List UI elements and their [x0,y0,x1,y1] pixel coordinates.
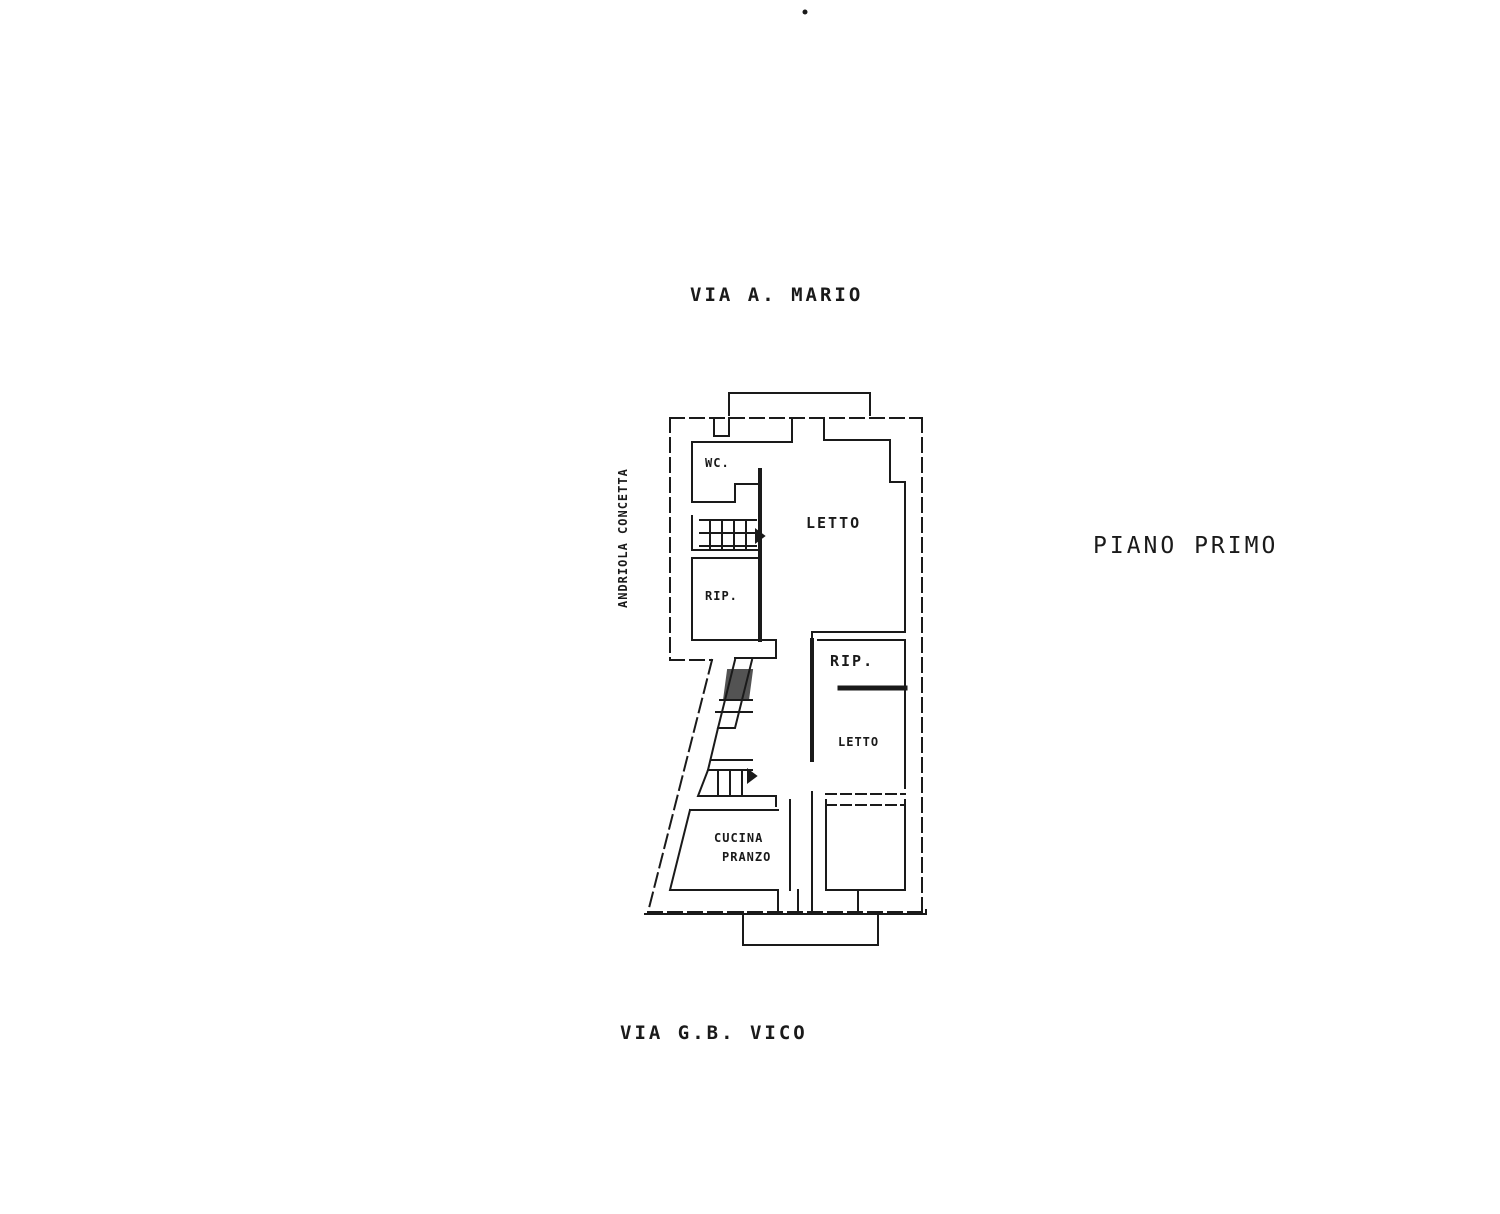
outer-wall [646,417,923,914]
balcony-north [728,392,871,416]
room-label-cucina: CUCINA [714,831,764,845]
wall-terrace [811,791,906,891]
stair-lower [696,658,777,807]
door-north [713,417,730,437]
street-label-south: VIA G.B. VICO [620,1022,808,1044]
wall-top-inner [691,417,793,443]
room-label-letto-2: LETTO [838,735,880,749]
wall-rip2 [817,639,906,789]
balcony-south [742,911,879,946]
wall-top-right [811,417,906,641]
wall-stair-upper [691,515,761,551]
wall-wc [691,441,761,503]
stair-upper [699,519,766,551]
wall-kitchen [668,799,791,891]
neighbor-label-west: ANDRIOLA CONCETTA [616,468,630,608]
room-label-letto-1: LETTO [806,514,862,532]
room-label-rip-2: RIP. [830,652,875,670]
street-label-north: VIA A. MARIO [690,284,864,306]
room-label-pranzo: PRANZO [722,850,772,864]
scan-mark [802,9,808,15]
outer-edge [644,909,927,915]
room-label-wc: WC. [705,456,730,470]
door-south [777,889,859,913]
floor-title: PIANO PRIMO [1093,533,1279,559]
wall-landing [711,639,777,659]
room-label-rip-1: RIP. [705,589,738,603]
